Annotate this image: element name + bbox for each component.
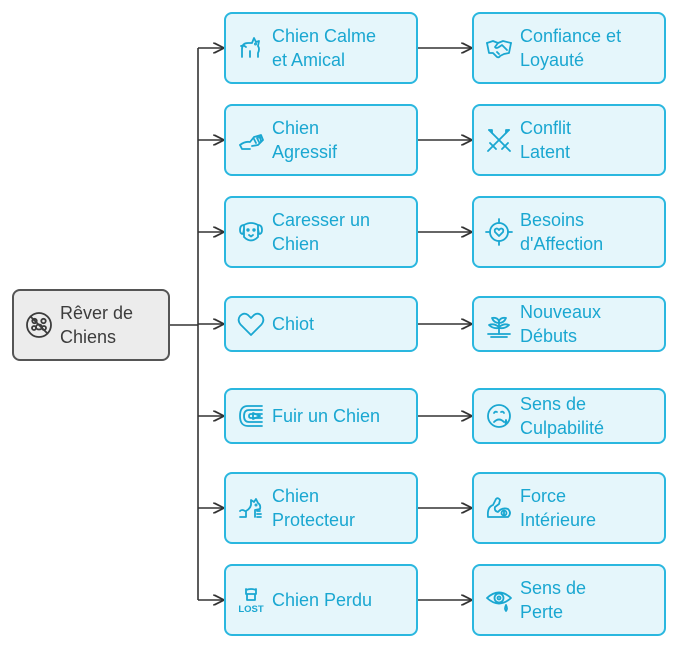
meaning-label: Besoins d'Affection: [520, 210, 604, 254]
escape-icon: [236, 401, 266, 431]
symbol-label: Chien Agressif: [272, 118, 338, 162]
symbol-node-7[interactable]: LOST Chien Perdu: [224, 564, 418, 636]
handshake-icon: [484, 33, 514, 63]
dog-face-icon: [236, 217, 266, 247]
meaning-label: Sens de Culpabilité: [520, 394, 605, 438]
meaning-label: Force Intérieure: [520, 486, 597, 530]
symbol-node-4[interactable]: Chiot: [224, 296, 418, 352]
meaning-node-5[interactable]: Sens de Culpabilité: [472, 388, 666, 444]
symbol-label: Fuir un Chien: [272, 406, 381, 426]
meaning-node-1[interactable]: Confiance et Loyauté: [472, 12, 666, 84]
meaning-label: Nouveaux Débuts: [520, 302, 602, 346]
symbol-label: Chien Protecteur: [272, 486, 356, 530]
symbol-label: Chien Perdu: [272, 590, 373, 610]
lost-dog-icon: LOST: [236, 585, 266, 615]
protector-dog-icon: [236, 493, 266, 523]
svg-text:LOST: LOST: [238, 604, 264, 615]
symbol-node-2[interactable]: Chien Agressif: [224, 104, 418, 176]
meaning-node-3[interactable]: Besoins d'Affection: [472, 196, 666, 268]
heart-target-icon: [484, 217, 514, 247]
meaning-node-4[interactable]: Nouveaux Débuts: [472, 296, 666, 352]
symbol-node-1[interactable]: Chien Calme et Amical: [224, 12, 418, 84]
symbol-label: Chiot: [272, 314, 315, 334]
symbol-node-6[interactable]: Chien Protecteur: [224, 472, 418, 544]
root-node[interactable]: Rêver de Chiens: [12, 289, 170, 361]
sad-face-icon: [484, 401, 514, 431]
meaning-label: Conflit Latent: [520, 118, 572, 162]
aggressive-dog-icon: [236, 125, 266, 155]
meaning-label: Sens de Perte: [520, 578, 587, 622]
no-dog-icon: [24, 310, 54, 340]
flexed-arm-icon: [484, 493, 514, 523]
crossed-swords-icon: [484, 125, 514, 155]
meaning-node-2[interactable]: Conflit Latent: [472, 104, 666, 176]
symbol-label: Caresser un Chien: [272, 210, 371, 254]
symbol-node-3[interactable]: Caresser un Chien: [224, 196, 418, 268]
meaning-label: Confiance et Loyauté: [520, 26, 622, 70]
meaning-node-7[interactable]: Sens de Perte: [472, 564, 666, 636]
symbol-label: Chien Calme et Amical: [272, 26, 377, 70]
symbol-node-5[interactable]: Fuir un Chien: [224, 388, 418, 444]
eye-tear-icon: [484, 585, 514, 615]
meaning-node-6[interactable]: Force Intérieure: [472, 472, 666, 544]
heart-icon: [236, 309, 266, 339]
calm-dog-icon: [236, 33, 266, 63]
sprout-icon: [484, 309, 514, 339]
root-label: Rêver de Chiens: [60, 303, 134, 347]
